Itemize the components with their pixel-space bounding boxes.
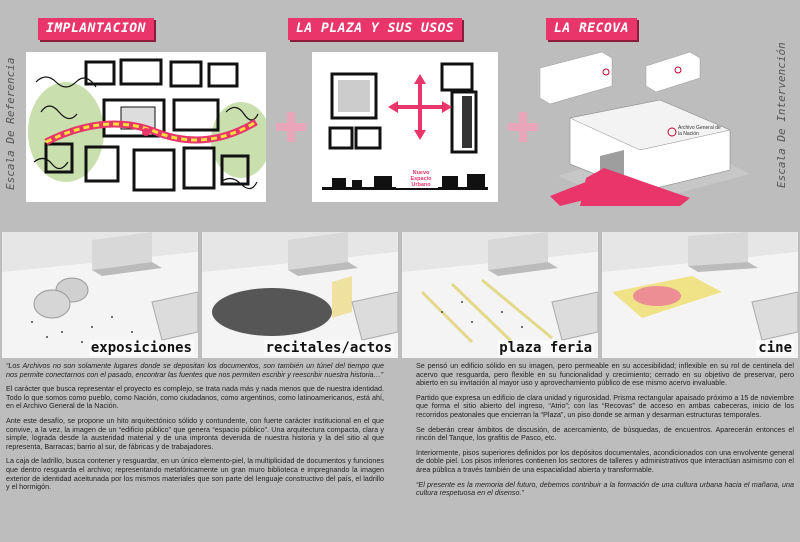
paragraph: “Los Archivos no son solamente lugares d… xyxy=(6,361,384,379)
paragraph: Ante este desafío, se propone un hito ar… xyxy=(6,415,384,451)
paragraph: El carácter que busca representar el pro… xyxy=(6,384,384,411)
render-label: plaza feria xyxy=(497,340,594,356)
render-exposiciones: exposiciones xyxy=(2,232,198,358)
render-label: cine xyxy=(756,340,794,356)
paragraph: Se deberán crear ámbitos de discusión, d… xyxy=(416,424,794,443)
site-map-drawing xyxy=(26,52,271,202)
render-label: recitales/actos xyxy=(263,340,394,356)
side-label-right: Escala De Intervención xyxy=(775,42,788,188)
recova-drawing xyxy=(539,51,750,206)
render-recitales: recitales/actos xyxy=(202,232,398,358)
title-recova: LA RECOVA xyxy=(546,18,637,40)
paragraph: “El presente es la memoria del futuro, d… xyxy=(416,479,794,498)
recova-building-label: Archivo General de la Nación xyxy=(678,125,721,137)
render-cine: cine xyxy=(602,232,798,358)
paragraph: Interiormente, pisos superiores definido… xyxy=(416,447,794,474)
plaza-label: Nuevo Espacio Urbano xyxy=(410,170,432,188)
side-label-left: Escala De Referencia xyxy=(4,57,17,190)
plus-icon xyxy=(276,112,306,142)
paragraph: Se pensó un edificio sólido en su imagen… xyxy=(416,361,794,388)
title-plaza: LA PLAZA Y SUS USOS xyxy=(288,18,463,40)
implantacion-map xyxy=(26,52,271,202)
render-plaza-feria: plaza feria xyxy=(402,232,598,358)
text-column-left: “Los Archivos no son solamente lugares d… xyxy=(6,361,384,498)
render-label: exposiciones xyxy=(88,340,194,356)
paragraph: La caja de ladrillo, busca contener y re… xyxy=(6,456,384,492)
plaza-drawing xyxy=(312,52,498,202)
text-column-right: Se pensó un edificio sólido en su imagen… xyxy=(416,361,794,504)
plaza-diagram: Nuevo Espacio Urbano xyxy=(312,52,498,202)
plus-icon xyxy=(508,112,538,142)
title-implantacion: IMPLANTACION xyxy=(38,18,154,40)
paragraph: Partido que expresa un edificio de clara… xyxy=(416,392,794,419)
recova-diagram: Archivo General de la Nación xyxy=(539,46,768,206)
